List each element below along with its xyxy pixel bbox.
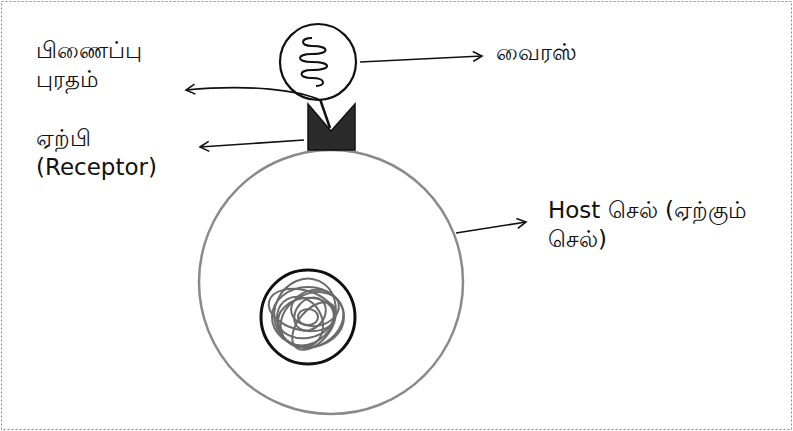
viral-genome-coil	[300, 38, 327, 86]
label-holder: ஏற்பி (Receptor)	[36, 124, 186, 182]
binding-protein	[320, 99, 330, 128]
virus-particle	[280, 24, 356, 100]
label-holder: வைரஸ்	[496, 38, 577, 67]
nucleus	[261, 269, 355, 364]
virus-label: வைரஸ்	[496, 38, 577, 67]
host-cell	[199, 150, 463, 414]
binding-protein-label: பிணைப்பு புரதம்	[36, 36, 176, 94]
leader-arrow	[200, 140, 304, 147]
receptor-shape	[308, 104, 355, 150]
leader-arrow	[186, 88, 322, 101]
label-holder: Host செல் (ஏற்கும் செல்)	[548, 196, 748, 254]
leader-arrow	[360, 56, 482, 62]
receptor-label: ஏற்பி (Receptor)	[36, 124, 186, 182]
leader-arrow	[456, 222, 526, 233]
label-holder: பிணைப்பு புரதம்	[36, 36, 176, 94]
host-cell-label: Host செல் (ஏற்கும் செல்)	[548, 196, 748, 254]
